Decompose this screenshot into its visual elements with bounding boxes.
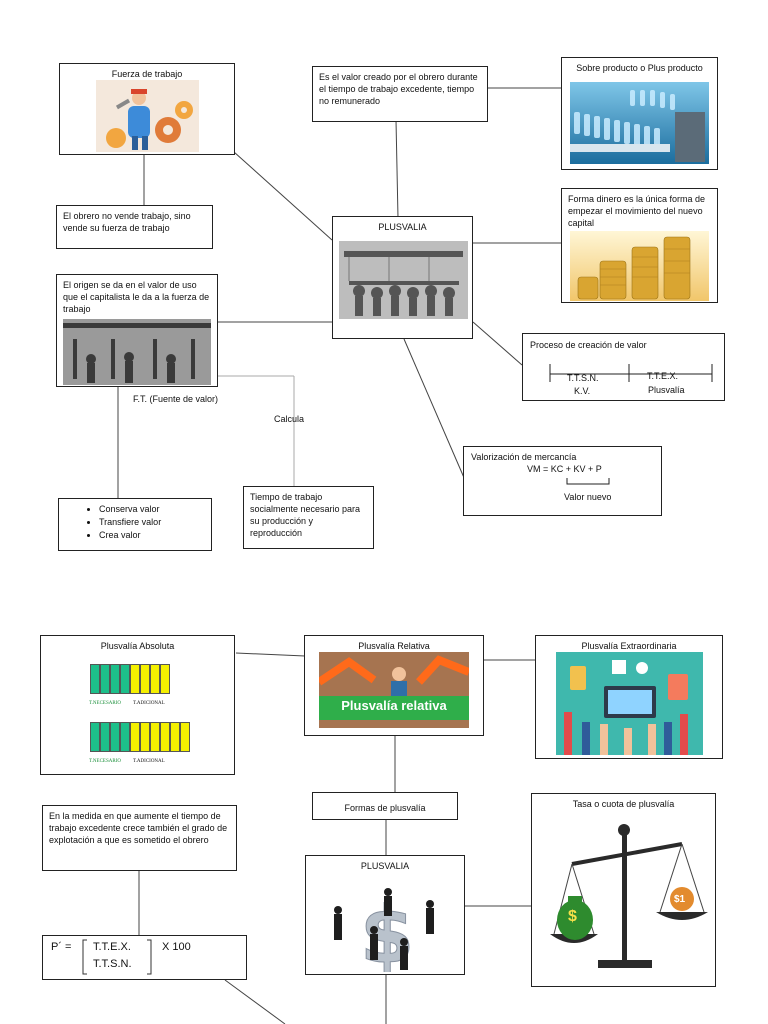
proceso-timeline (549, 364, 713, 382)
plusvalia-absoluta-box: Plusvalía Absoluta T.NECESARIO T.ADICION… (40, 635, 235, 775)
valor-nuevo-label: Valor nuevo (564, 492, 612, 502)
plusvalia-center-box: PLUSVALIA (332, 216, 473, 339)
absoluta-title: Plusvalía Absoluta (100, 641, 175, 651)
calcula-label: Calcula (274, 414, 305, 424)
formas-title: Formas de plusvalía (344, 803, 426, 813)
bullet-transfiere: Transfiere valor (99, 516, 211, 529)
technology-hands-image (556, 652, 703, 755)
sobre-producto-title: Sobre producto o Plus producto (576, 63, 703, 73)
relativa-banner: Plusvalía relativa (341, 698, 447, 713)
abs-necesario-2: T.NECESARIO (89, 759, 121, 764)
medida-text: En la medida en que aumente el tiempo de… (49, 811, 228, 845)
formas-box: Formas de plusvalía (312, 792, 458, 820)
valorizacion-formula: VM = KC + KV + P (527, 464, 602, 474)
money-bag-sign: $ (568, 908, 577, 925)
bottles-production-image (570, 82, 709, 164)
proceso-kv: K.V. (574, 386, 591, 396)
proceso-title: Proceso de creación de valor (530, 340, 647, 350)
plusvalia-relativa-box: Plusvalía Relativa Plusvalía relativa (304, 635, 484, 736)
coin-label: $1 (674, 894, 686, 905)
dollar-businessmen-image: $ (334, 888, 434, 972)
plusvalia-bottom-box: PLUSVALIA $ (305, 855, 465, 975)
proceso-ttex: T.T.E.X. (647, 371, 679, 381)
abs-adicional-1: T.ADICIONAL (133, 701, 165, 706)
valorizacion-box: Valorización de mercancía VM = KC + KV +… (463, 446, 662, 516)
origen-text: El origen se da en el valor de uso que e… (63, 280, 210, 314)
workday-bar-1 (90, 664, 170, 694)
plusvalia-extraordinaria-box: Plusvalía Extraordinaria (535, 635, 723, 759)
plusvalia-title: PLUSVALIA (378, 222, 427, 232)
proceso-box: Proceso de creación de valor T.T.S.N. K.… (522, 333, 725, 401)
proceso-ttsn: T.T.S.N. (567, 373, 599, 383)
valor-creado-box: Es el valor creado por el obrero durante… (312, 66, 488, 122)
extraordinaria-title: Plusvalía Extraordinaria (581, 641, 677, 651)
formula-denominator: T.T.S.N. (93, 958, 132, 970)
factory-engraving-image (339, 241, 468, 319)
abs-adicional-2: T.ADICIONAL (133, 759, 165, 764)
balance-scale-image (550, 824, 708, 968)
funciones-box: Conserva valor Transfiere valor Crea val… (58, 498, 212, 551)
abs-necesario-1: T.NECESARIO (89, 701, 121, 706)
relativa-title: Plusvalía Relativa (358, 641, 430, 651)
formula-brackets (82, 939, 152, 975)
valorizacion-title: Valorización de mercancía (471, 452, 577, 462)
medida-box: En la medida en que aumente el tiempo de… (42, 805, 237, 871)
valor-creado-text: Es el valor creado por el obrero durante… (319, 72, 478, 106)
plusvalia-bottom-title: PLUSVALIA (360, 861, 410, 871)
bullet-crea: Crea valor (99, 529, 211, 542)
formula-multiplier: X 100 (162, 941, 191, 953)
forma-dinero-text: Forma dinero es la única forma de empeza… (568, 194, 706, 228)
obrero-box: El obrero no vende trabajo, sino vende s… (56, 205, 213, 249)
tasa-title: Tasa o cuota de plusvalía (572, 799, 675, 809)
tiempo-box: Tiempo de trabajo socialmente necesario … (243, 486, 374, 549)
formula-numerator: T.T.E.X. (93, 941, 131, 953)
origen-box: El origen se da en el valor de uso que e… (56, 274, 218, 387)
sobre-producto-box: Sobre producto o Plus producto (561, 57, 718, 170)
formula-box: P´ = T.T.E.X. T.T.S.N. X 100 (42, 935, 247, 980)
worker-gears-image (96, 80, 199, 152)
funciones-list: Conserva valor Transfiere valor Crea val… (59, 503, 211, 542)
bullet-conserva: Conserva valor (99, 503, 211, 516)
obrero-text: El obrero no vende trabajo, sino vende s… (63, 211, 191, 233)
robot-factory-image: Plusvalía relativa (319, 652, 469, 728)
fuerza-de-trabajo-title: Fuerza de trabajo (111, 69, 183, 79)
tiempo-text: Tiempo de trabajo socialmente necesario … (250, 492, 361, 538)
coins-stack-image (570, 231, 709, 301)
formula-bracket (566, 478, 610, 485)
workday-bar-2 (90, 722, 190, 752)
forma-dinero-box: Forma dinero es la única forma de empeza… (561, 188, 718, 303)
ft-fuente-label: F.T. (Fuente de valor) (133, 394, 219, 404)
tasa-box: Tasa o cuota de plusvalía $ $1 (531, 793, 716, 987)
industrial-workers-image (63, 319, 211, 385)
formula-lhs: P´ = (51, 941, 72, 953)
proceso-plusvalia: Plusvalía (648, 385, 685, 395)
fuerza-de-trabajo-box: Fuerza de trabajo (59, 63, 235, 155)
